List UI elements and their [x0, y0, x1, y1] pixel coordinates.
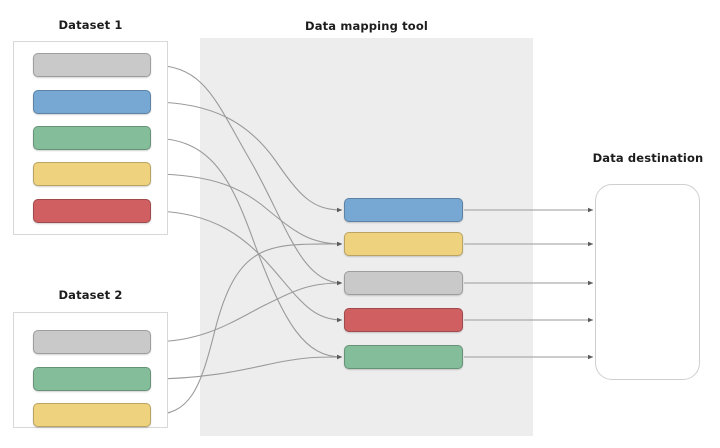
dataset1-field-red[interactable]	[33, 199, 151, 223]
link-d1-blue-to-blue	[150, 101, 343, 213]
link-d1-yellow-to-yellow	[150, 173, 343, 247]
dataset2-title: Dataset 2	[58, 288, 123, 302]
link-d1-red-to-red	[150, 210, 343, 323]
link-d1-green-to-green	[150, 137, 343, 360]
link-d1-gray-to-gray	[150, 64, 343, 286]
link-d2-gray-to-gray	[150, 280, 343, 343]
dataset1-field-yellow[interactable]	[33, 162, 151, 186]
mapping-field-yellow[interactable]	[344, 232, 463, 256]
mapping-field-green[interactable]	[344, 345, 463, 369]
data-mapping-tool-title: Data mapping tool	[305, 19, 428, 33]
mapping-field-gray[interactable]	[344, 271, 463, 295]
data-destination-container[interactable]	[595, 184, 700, 380]
link-d2-green-to-green	[150, 354, 343, 380]
dataset2-field-gray[interactable]	[33, 330, 151, 354]
dataset1-field-gray[interactable]	[33, 53, 151, 77]
dataset1-title: Dataset 1	[58, 18, 123, 32]
dataset2-field-yellow[interactable]	[33, 403, 151, 427]
mapping-field-red[interactable]	[344, 308, 463, 332]
dataset1-field-blue[interactable]	[33, 90, 151, 114]
mapping-field-blue[interactable]	[344, 198, 463, 222]
link-d2-yellow-to-yellow	[150, 241, 343, 416]
data-destination-title: Data destination	[592, 151, 704, 165]
dataset1-field-green[interactable]	[33, 126, 151, 150]
dataset2-field-green[interactable]	[33, 367, 151, 391]
